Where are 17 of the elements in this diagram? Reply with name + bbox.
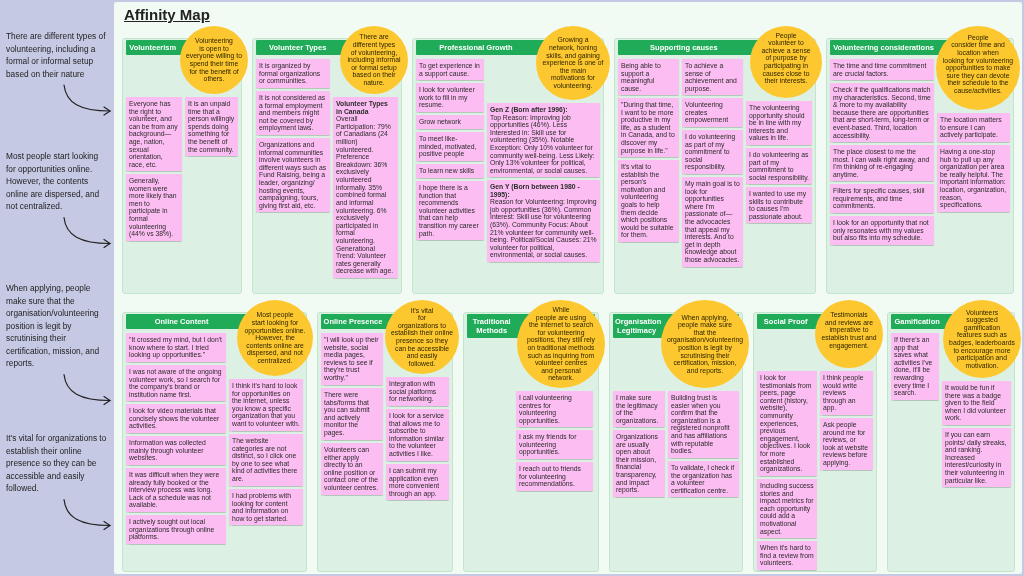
category-panel [753,312,877,572]
annotation-text: It's vital for organizations to establish their online presence so they can be accessible and easily followed. [6,432,108,495]
category-panel [252,38,402,294]
category-panel [122,38,242,294]
sticky-note [333,97,398,278]
sticky-note [487,180,600,263]
category-panel [122,312,307,572]
category-panel [463,312,599,572]
category-panel [317,312,453,572]
annotation-text: When applying, people make sure that the organisation/volunteering position is legit by scrutinising their certification, mission, and reports. [6,282,101,370]
annotation-text: Most people start looking for opportunities online. However, the contents online are dispersed, and not centralized. [6,150,101,213]
category-panel [614,38,816,294]
category-panel [412,38,604,294]
category-panel [887,312,1015,572]
annotation-text: There are different types of volunteering, including a formal or informal setup based on their nature [6,30,107,80]
sticky-note [487,103,600,178]
title: Affinity Map [124,6,210,24]
